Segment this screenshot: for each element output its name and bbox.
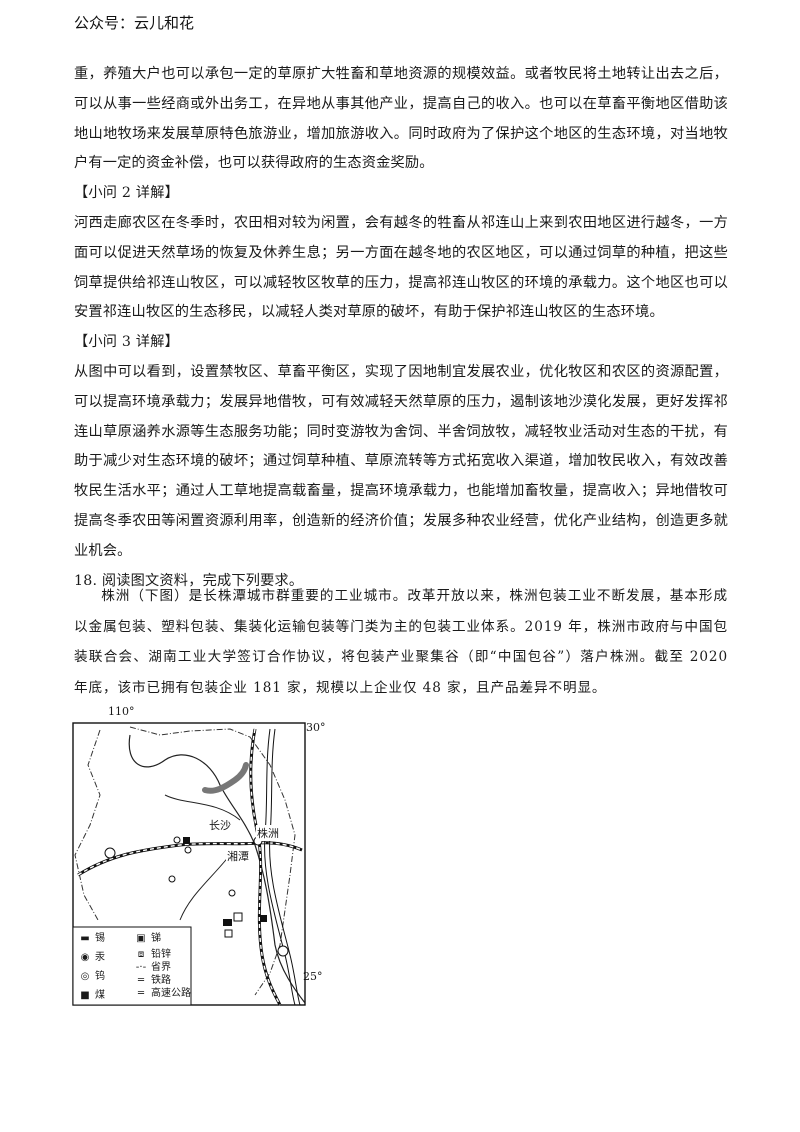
town-marker	[168, 875, 176, 883]
expressway-icon: ═	[137, 988, 145, 999]
paragraph-top: 重，养殖大户也可以承包一定的草原扩大牲畜和草地资源的规模效益。或者牧民将土地转让…	[74, 66, 728, 172]
map-legend: ▬锡 ▣锑 ◉汞 ⧈铅锌 ◎钨 -·-省界 ═铁路 ■煤 ═高速公路	[74, 927, 194, 1007]
tin-icon: ▬	[80, 933, 90, 944]
river-xiang	[128, 734, 306, 1004]
map-graphic	[72, 722, 306, 1006]
question-18-stem: 18. 阅读图文资料，完成下列要求。	[74, 572, 304, 589]
railway-main-ticks	[250, 728, 281, 1006]
legend-railway: ═铁路	[134, 974, 171, 988]
province-border-icon: -·-	[135, 962, 147, 973]
tin-symbol	[223, 919, 232, 926]
question-18-material: 株洲（下图）是长株潭城市群重要的工业城市。改革开放以来，株洲包装工业不断发展，基…	[74, 581, 728, 703]
section-2-text: 河西走廊农区在冬季时，农田相对较为闲置，会有越冬的牲畜从祁连山上来到农田地区进行…	[74, 214, 728, 321]
coal-symbol	[260, 915, 267, 922]
mercury-symbol	[104, 847, 116, 859]
page-header: 公众号：云儿和花	[74, 14, 195, 32]
section-3-text: 从图中可以看到，设置禁牧区、草畜平衡区，实现了因地制宜发展农业，优化牧区和农区的…	[74, 363, 728, 559]
railway-icon: ═	[137, 975, 145, 986]
legend-mercury: ◉汞	[78, 951, 105, 965]
mercury-icon: ◉	[80, 952, 90, 963]
river-zi	[164, 794, 241, 821]
tungsten-symbol	[277, 945, 289, 957]
latitude-bottom-label: 25°	[303, 970, 323, 983]
lake-shape	[202, 762, 249, 794]
legend-tungsten: ◎钨	[78, 970, 105, 984]
legend-expressway: ═高速公路	[134, 987, 191, 1001]
town-marker	[228, 889, 236, 897]
expressway-line-a	[264, 728, 296, 1006]
river-tributary	[179, 854, 231, 921]
lead-zinc-symbol	[233, 912, 243, 922]
coal-icon: ■	[80, 990, 90, 1001]
legend-province-border: -·-省界	[135, 962, 171, 973]
railway-east-west-ticks	[77, 842, 303, 876]
antimony-icon: ▣	[136, 933, 146, 944]
town-marker	[173, 836, 181, 844]
section-2-title: 【小问 2 详解】	[74, 185, 179, 202]
answer-body: 重，养殖大户也可以承包一定的草原扩大牲畜和草地资源的规模效益。或者牧民将土地转让…	[74, 60, 728, 596]
legend-coal: ■煤	[78, 989, 105, 1003]
legend-lead-zinc: ⧈铅锌	[134, 948, 171, 962]
longitude-label: 110°	[108, 705, 135, 718]
town-marker	[184, 846, 192, 854]
section-3-title: 【小问 3 详解】	[74, 334, 179, 351]
legend-box	[72, 926, 192, 1006]
legend-antimony: ▣锑	[134, 932, 161, 946]
latitude-top-label: 30°	[306, 721, 326, 734]
city-changsha: 长沙	[208, 817, 232, 833]
antimony-symbol	[224, 929, 233, 938]
lead-zinc-icon: ⧈	[137, 949, 145, 960]
city-zhuzhou: 株洲	[256, 825, 280, 841]
city-xiangtan: 湘潭	[226, 848, 250, 864]
legend-tin: ▬锡	[78, 932, 105, 946]
material-text: 株洲（下图）是长株潭城市群重要的工业城市。改革开放以来，株洲包装工业不断发展，基…	[74, 588, 728, 696]
expressway-line-b	[269, 728, 301, 1006]
tungsten-icon: ◎	[80, 971, 90, 982]
province-border	[74, 726, 296, 996]
zhuzhou-map: 110° 30° 25° 长沙	[70, 705, 340, 1010]
coal-symbol	[183, 837, 190, 844]
